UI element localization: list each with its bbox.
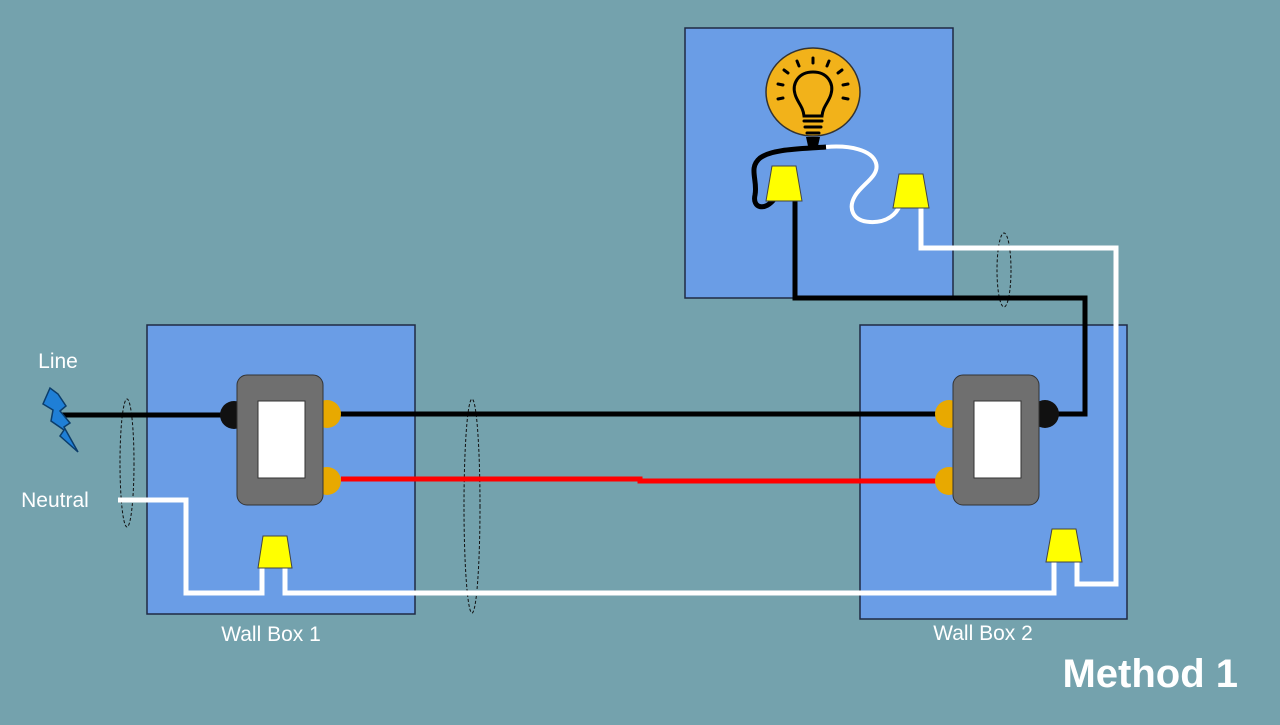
neutral-wire-to-fixture [918,208,1119,587]
traveler-wire-red [341,476,942,484]
hot-wire-bulb-lead [751,144,827,210]
three-way-switch-2 [935,374,1059,506]
wire-nut-icon [765,165,803,202]
wire-nut-icon [257,535,293,569]
wire-nut-icon [892,173,930,209]
label-wall-box-2: Wall Box 2 [933,622,1033,645]
neutral-wire-to-box2 [282,562,1057,596]
hot-wire-switch-leg [792,198,1088,417]
method-title: Method 1 [1062,652,1238,696]
switch-toggle [973,400,1022,479]
cable-marker-fixture [996,232,1012,308]
label-line: Line [38,350,78,373]
three-way-switch-1 [220,374,341,506]
neutral-wire-bulb-lead [825,144,902,225]
lightning-bolt-icon [42,386,79,453]
lightbulb-icon [765,47,861,146]
label-neutral: Neutral [21,489,89,512]
cable-marker-between-boxes [463,398,481,614]
cable-marker-line [119,398,135,528]
switch-toggle [257,400,306,479]
neutral-wire-supply [118,497,265,596]
label-wall-box-1: Wall Box 1 [221,623,321,646]
wire-nut-icon [1045,528,1083,563]
